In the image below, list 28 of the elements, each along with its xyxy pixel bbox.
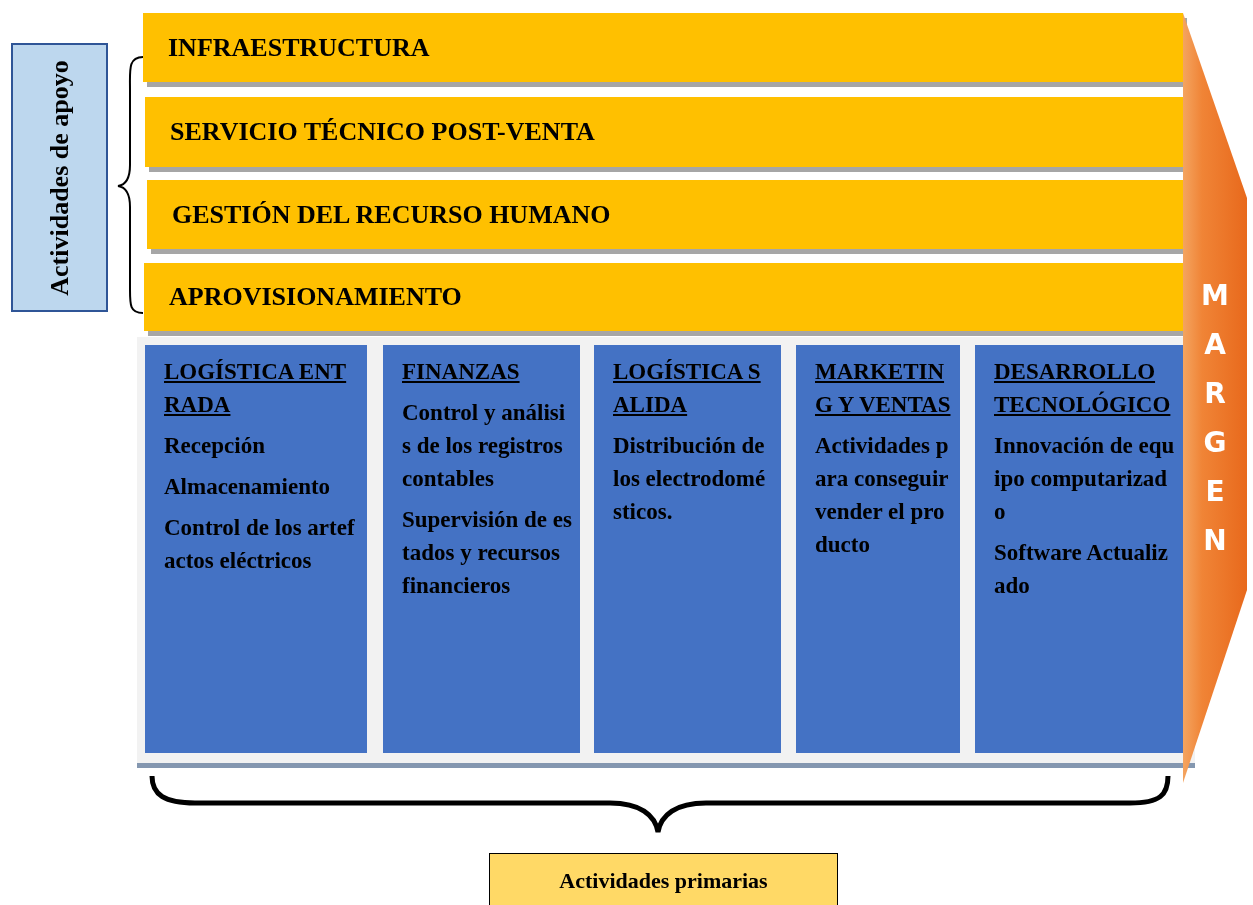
label-text: MARGEN — [1201, 278, 1229, 559]
column-heading: MARKETING Y VENTAS — [815, 358, 952, 419]
label-text: SERVICIO TÉCNICO POST-VENTA — [170, 117, 595, 147]
activity-text: Distribución de los electrodomésticos. — [613, 432, 767, 526]
column-heading: DESARROLLO TECNOLÓGICO — [994, 358, 1172, 419]
activity-text: Supervisión de estados y recursos financieros — [402, 506, 572, 600]
activity-text: Almacenamiento — [164, 473, 332, 501]
activity-text: Recepción — [164, 432, 266, 460]
primary-activities-box — [489, 853, 838, 905]
primary-activity-column — [594, 345, 781, 753]
support-activities-box — [11, 43, 108, 312]
activity-text: Control de los artefactos eléctricos — [164, 514, 356, 575]
primary-activity-column — [145, 345, 367, 753]
primary-activity-column — [975, 345, 1183, 753]
label-text: INFRAESTRUCTURA — [168, 32, 430, 63]
label-text: GESTIÓN DEL RECURSO HUMANO — [172, 199, 611, 230]
primary-activity-column — [383, 345, 580, 753]
activity-text: Innovación de equipo computarizado — [994, 432, 1175, 526]
column-heading: FINANZAS — [402, 358, 521, 386]
activity-text: Software Actualizado — [994, 539, 1169, 600]
activity-text: Actividades para conseguir vender el producto — [815, 432, 950, 559]
column-heading: LOGÍSTICA SALIDA — [613, 358, 762, 419]
label-text: Actividades primarias — [559, 868, 768, 895]
label-text: Actividades de apoyo — [43, 58, 75, 298]
column-heading: LOGÍSTICA ENTRADA — [164, 358, 348, 419]
activity-text: Control y análisis de los registros contables — [402, 399, 567, 493]
label-text: APROVISIONAMIENTO — [169, 282, 462, 312]
primary-activity-column — [796, 345, 960, 753]
